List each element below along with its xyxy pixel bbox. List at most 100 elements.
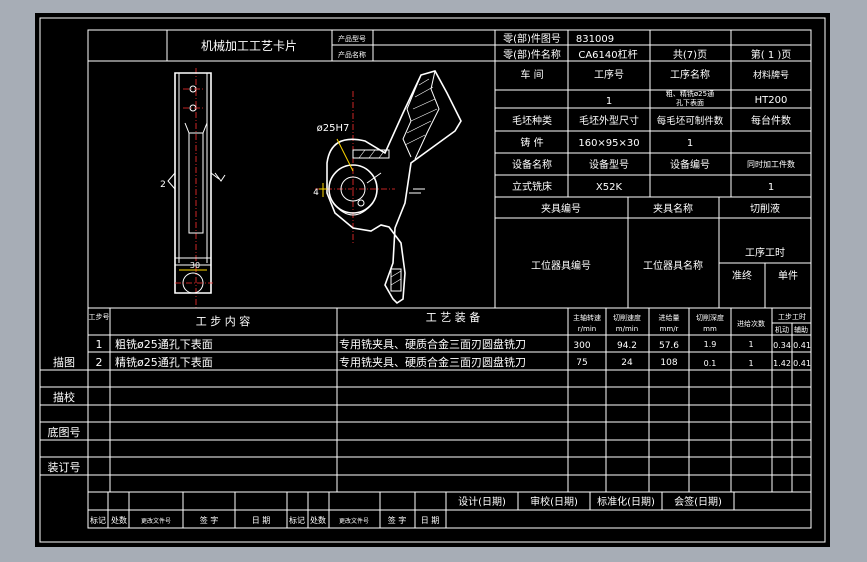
footer-signature-block: 设计(日期) 审校(日期) 标准化(日期) 会签(日期) 标记 处数 更改文件号…	[90, 492, 735, 528]
footer-date-1: 日 期	[252, 516, 271, 525]
page-number: 第( 1 )页	[751, 48, 792, 61]
per-unit-label: 每台件数	[751, 114, 791, 127]
station-tool-name-label: 工位器具名称	[643, 259, 703, 272]
op-name-label: 工序名称	[670, 68, 710, 81]
blank-size-label: 毛坯外型尺寸	[579, 114, 639, 127]
step-2-passes: 1	[748, 359, 753, 368]
op-time-label: 工序工时	[745, 246, 785, 259]
step-1-no: 1	[96, 338, 103, 351]
step-1-passes: 1	[748, 340, 753, 349]
step-2-depth: 0.1	[704, 359, 717, 368]
per-blank: 1	[687, 138, 693, 149]
hdr-feed-unit: mm/r	[660, 325, 679, 333]
sketch-front-view: 2 30	[160, 68, 226, 308]
equip-model: X52K	[596, 182, 623, 193]
step-2-feed: 108	[660, 358, 677, 368]
hdr-step-no: 工步号	[89, 313, 110, 321]
dim-left-label: 2	[160, 180, 166, 190]
footer-change-doc-2: 更改文件号	[339, 517, 369, 525]
step-1-machine-time: 0.34	[773, 341, 791, 350]
step-1-speed: 94.2	[617, 341, 637, 351]
side-labels: 描图 描校 底图号 装订号	[48, 355, 81, 474]
footer-mark-1: 标记	[90, 515, 106, 525]
simultaneous-count: 1	[768, 182, 774, 193]
step-2-content: 精铣ø25通孔下表面	[115, 355, 213, 369]
footer-review: 审校(日期)	[530, 495, 578, 508]
hdr-machine-time: 机动	[775, 325, 789, 334]
dim-4-label: 4	[313, 188, 319, 198]
footer-mark-2: 标记	[289, 515, 305, 525]
step-2-equipment: 专用铣夹具、硬质合金三面刃圆盘铣刀	[339, 355, 526, 369]
unit-time-label: 单件	[778, 270, 798, 282]
step-2-no: 2	[96, 356, 103, 369]
op-no: 1	[606, 96, 612, 107]
step-1-aux-time: 0.41	[793, 341, 811, 350]
sheet-outer-border	[39, 17, 826, 543]
step-2-machine-time: 1.42	[773, 359, 791, 368]
card-title: 机械加工工艺卡片	[201, 38, 297, 53]
hdr-passes: 进给次数	[737, 319, 765, 328]
side-label-check: 描校	[53, 390, 75, 404]
step-1-depth: 1.9	[704, 340, 717, 349]
side-label-base-no: 底图号	[48, 425, 81, 439]
hdr-equipment: 工 艺 装 备	[426, 310, 481, 324]
hdr-spindle: 主轴转速	[573, 313, 601, 322]
total-pages: 共(7)页	[673, 49, 707, 61]
footer-count-1: 处数	[111, 515, 127, 525]
equip-name: 立式铣床	[512, 180, 552, 193]
fixture-no-label: 夹具编号	[541, 202, 581, 215]
process-card-drawing: 机械加工工艺卡片 产品型号 产品名称 零(部)件图号 零(部)件名称 83100…	[39, 17, 826, 543]
steps-table: 工步号 工 步 内 容 工 艺 装 备 主轴转速 r/min 切削速度 m/mi…	[40, 307, 811, 511]
blank-size: 160×95×30	[578, 138, 639, 149]
hdr-speed-unit: m/min	[616, 325, 638, 333]
equip-no-label: 设备编号	[670, 158, 710, 171]
footer-standard: 标准化(日期)	[597, 495, 655, 508]
footer-sign: 会签(日期)	[674, 495, 722, 508]
hdr-step-time: 工步工时	[778, 312, 806, 321]
side-label-binding-no: 装订号	[48, 461, 81, 474]
material-label: 材料牌号	[753, 69, 789, 81]
hdr-depth: 切削深度	[696, 313, 724, 322]
step-1-spindle: 300	[573, 341, 590, 351]
footer-signature-2: 签 字	[388, 515, 407, 525]
op-name-line2: 孔下表面	[676, 98, 704, 107]
hdr-depth-unit: mm	[703, 325, 717, 333]
product-model-label: 产品型号	[338, 34, 366, 43]
hdr-spindle-unit: r/min	[578, 325, 596, 333]
hdr-speed: 切削速度	[613, 313, 641, 322]
footer-signature-1: 签 字	[200, 515, 219, 525]
footer-design: 设计(日期)	[458, 495, 506, 508]
coolant-label: 切削液	[750, 202, 780, 215]
op-no-label: 工序号	[594, 68, 624, 81]
step-2-spindle: 75	[576, 358, 587, 368]
cad-viewport[interactable]: 机械加工工艺卡片 产品型号 产品名称 零(部)件图号 零(部)件名称 83100…	[35, 13, 830, 547]
step-1-feed: 57.6	[659, 341, 679, 351]
sketch-side-view: ø25H7 4	[313, 70, 462, 305]
part-drawing-no-label: 零(部)件图号	[503, 32, 561, 45]
hdr-feed: 进给量	[659, 313, 680, 322]
part-name-label: 零(部)件名称	[503, 48, 561, 61]
hdr-step-content: 工 步 内 容	[196, 314, 251, 328]
step-2-aux-time: 0.41	[793, 359, 811, 368]
equip-name-label: 设备名称	[512, 158, 552, 171]
step-1-content: 粗铣ø25通孔下表面	[115, 337, 213, 351]
simultaneous-label: 同时加工件数	[747, 159, 795, 169]
op-name-line1: 粗、精铣ø25通	[666, 89, 714, 98]
footer-count-2: 处数	[310, 515, 326, 525]
dim-bore-label: ø25H7	[317, 123, 350, 134]
sheet-inner-border	[87, 29, 812, 529]
workshop-label: 车 间	[520, 68, 543, 81]
step-2-speed: 24	[621, 358, 633, 368]
side-label-trace: 描图	[53, 355, 75, 369]
blank-type-label: 毛坯种类	[512, 114, 552, 127]
product-name-label: 产品名称	[338, 50, 366, 59]
material: HT200	[755, 95, 788, 106]
station-tool-no-label: 工位器具编号	[531, 259, 591, 272]
step-1-equipment: 专用铣夹具、硬质合金三面刃圆盘铣刀	[339, 337, 526, 351]
equip-model-label: 设备型号	[589, 158, 629, 171]
per-blank-label: 每毛坯可制件数	[657, 115, 724, 127]
prep-time-label: 准终	[732, 269, 752, 282]
blank-type: 铸 件	[520, 136, 543, 149]
fixture-name-label: 夹具名称	[653, 202, 693, 215]
hdr-aux-time: 辅助	[794, 325, 808, 334]
